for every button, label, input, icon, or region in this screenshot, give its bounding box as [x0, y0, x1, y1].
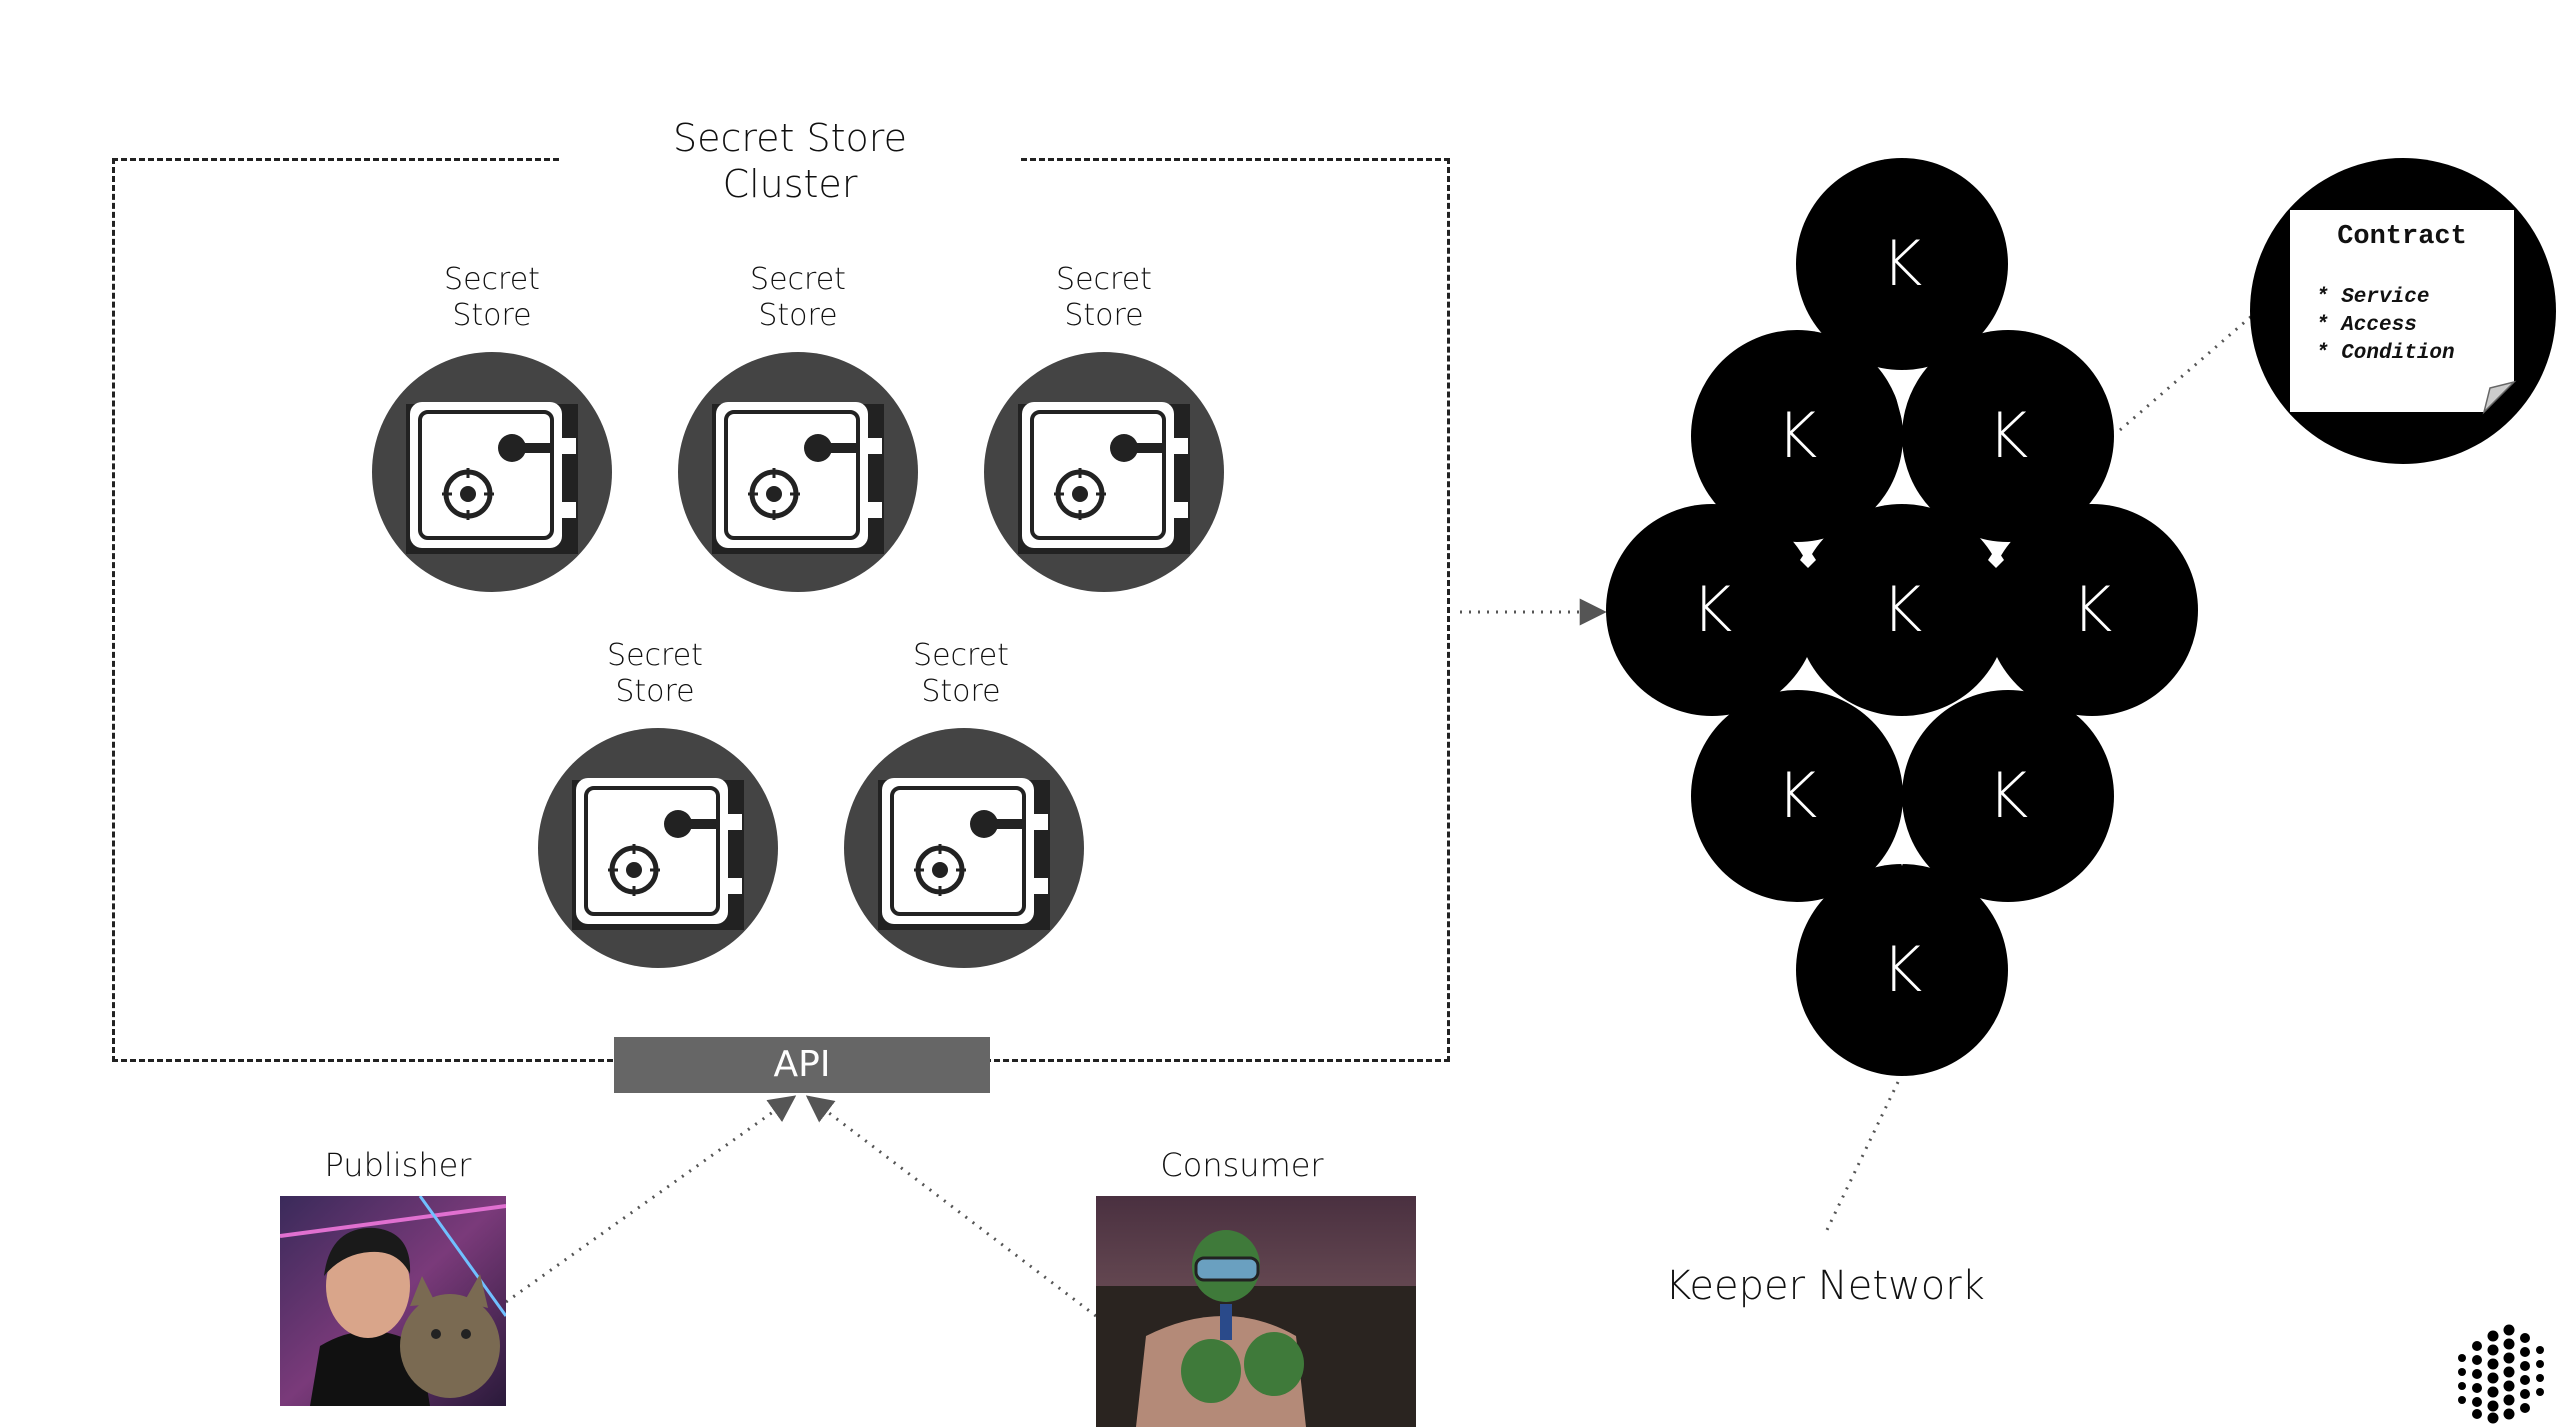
- secret-store-label-2: Secret Store: [698, 262, 898, 334]
- cluster-title-line2: Cluster: [722, 161, 858, 206]
- secret-store-label-2-line1: Secret: [750, 262, 846, 297]
- consumer-to-api-arrow: [805, 1095, 1097, 1318]
- secret-store-label-4-line1: Secret: [607, 638, 703, 673]
- secret-store-label-5-line2: Store: [921, 674, 1001, 709]
- secret-store-label-4: Secret Store: [555, 638, 755, 710]
- consumer-photo: [1096, 1196, 1416, 1427]
- keeper-node: K: [1691, 690, 1903, 902]
- keeper-node: K: [1796, 504, 2008, 716]
- contract-title: Contract: [2337, 222, 2467, 252]
- cluster-title-line1: Secret Store: [673, 116, 907, 160]
- safe-icon: [372, 352, 612, 592]
- secret-store-label-4-line2: Store: [615, 674, 695, 709]
- publisher-label: Publisher: [324, 1146, 472, 1184]
- contract-item-condition: * Condition: [2316, 342, 2455, 365]
- keeper-node: K: [1902, 690, 2114, 902]
- secret-store-label-5-line1: Secret: [913, 638, 1009, 673]
- keeper-node: K: [1796, 158, 2008, 370]
- api-bar[interactable]: API: [614, 1037, 990, 1093]
- safe-icon: [984, 352, 1224, 592]
- secret-store-label-3-line1: Secret: [1056, 262, 1152, 297]
- keeper-to-label-line: [1824, 1081, 1900, 1233]
- secret-store-label-2-line2: Store: [758, 298, 838, 333]
- secret-store-label-1-line1: Secret: [444, 262, 540, 297]
- safe-icon: [678, 352, 918, 592]
- contract-item-service: * Service: [2316, 286, 2430, 309]
- cluster-title: Secret Store Cluster: [640, 116, 940, 207]
- publisher-photo: [280, 1196, 506, 1406]
- cluster-title-gap: [560, 150, 1020, 170]
- keeper-network-label: Keeper Network: [1665, 1263, 1985, 1309]
- secret-store-label-1-line2: Store: [452, 298, 532, 333]
- contract-item-access: * Access: [2316, 314, 2417, 337]
- secret-store-label-3: Secret Store: [1004, 262, 1204, 334]
- contract-document[interactable]: Contract * Service * Access * Condition: [2290, 210, 2514, 412]
- secret-store-label-5: Secret Store: [861, 638, 1061, 710]
- consumer-label: Consumer: [1160, 1146, 1324, 1184]
- keeper-node: K: [1796, 864, 2008, 1076]
- keeper-node: K: [1986, 504, 2198, 716]
- secret-store-label-1: Secret Store: [392, 262, 592, 334]
- secret-store-label-3-line2: Store: [1064, 298, 1144, 333]
- safe-icon: [844, 728, 1084, 968]
- keeper-node: K: [1606, 504, 1818, 716]
- safe-icon: [538, 728, 778, 968]
